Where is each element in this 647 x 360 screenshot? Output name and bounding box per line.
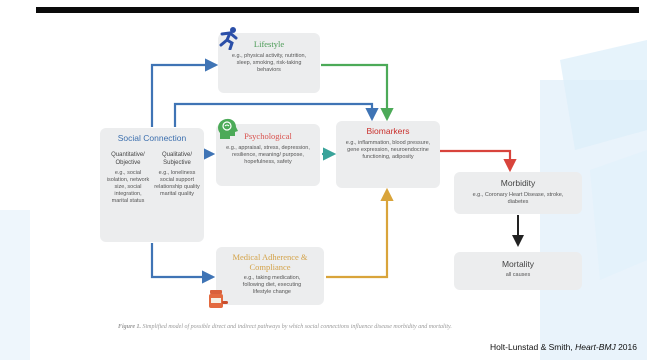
biomarkers-box: Biomarkers e.g., inflammation, blood pre… (336, 121, 440, 188)
pill-bottle-icon (209, 290, 228, 308)
citation-authors: Holt-Lunstad & Smith, (490, 342, 573, 352)
qualitative-column: Qualitative/ Subjective e.g., loneliness… (153, 152, 201, 198)
morbidity-desc: e.g., Coronary Heart Disease, stroke, di… (472, 192, 564, 205)
qualitative-heading: Qualitative/ Subjective (161, 152, 192, 166)
figure-caption-text: Simplified model of possible direct and … (142, 324, 452, 330)
biomarkers-title: Biomarkers (366, 126, 410, 136)
medical-adherence-title: Medical Adherence & Compliance (232, 252, 308, 272)
quantitative-desc: e.g., social isolation, network size, so… (106, 170, 150, 204)
quantitative-heading: Quantitative/ Objective (111, 152, 145, 166)
morbidity-box: Morbidity e.g., Coronary Heart Disease, … (454, 172, 582, 214)
arrow-medical-to-biomarkers (326, 187, 394, 279)
psychological-title: Psychological (244, 131, 292, 141)
quantitative-column: Quantitative/ Objective e.g., social iso… (106, 152, 150, 205)
citation-journal: Heart-BMJ (575, 342, 616, 352)
top-border-line (36, 7, 639, 13)
running-person-icon (219, 27, 238, 50)
mortality-desc: all causes (505, 272, 531, 278)
morbidity-title: Morbidity (500, 178, 536, 188)
head-brain-icon (218, 118, 238, 139)
figure-caption-label: Figure 1. (118, 324, 142, 330)
mortality-box: Mortality all causes (454, 252, 582, 290)
biomarkers-desc: e.g., inflammation, blood pressure, gene… (345, 140, 431, 160)
arrow-biomarkers-to-morbidity (440, 149, 517, 173)
arrow-social-to-lifestyle (150, 58, 219, 127)
lifestyle-desc: e.g., physical activity, nutrition, slee… (231, 53, 307, 73)
citation: Holt-Lunstad & Smith, Heart-BMJ 2016 (490, 342, 637, 352)
lifestyle-title: Lifestyle (253, 39, 285, 49)
figure-caption: Figure 1. Simplified model of possible d… (118, 323, 498, 331)
citation-year: 2016 (618, 342, 637, 352)
social-connection-title: Social Connection (117, 133, 187, 143)
arrow-social-to-biomarkers (173, 102, 379, 127)
mortality-title: Mortality (501, 259, 535, 269)
medical-adherence-box: Medical Adherence & Compliance e.g., tak… (216, 247, 324, 305)
qualitative-desc: e.g., loneliness social support relation… (154, 170, 200, 197)
medical-adherence-desc: e.g., taking medication, following diet,… (242, 275, 302, 295)
social-connection-box: Social Connection (100, 128, 204, 242)
arrow-social-to-medical (150, 243, 216, 284)
lifestyle-box: Lifestyle e.g., physical activity, nutri… (218, 33, 320, 93)
psychological-desc: e.g., appraisal, stress, depression, res… (226, 145, 310, 165)
arrow-lifestyle-to-biomarkers (321, 63, 394, 122)
